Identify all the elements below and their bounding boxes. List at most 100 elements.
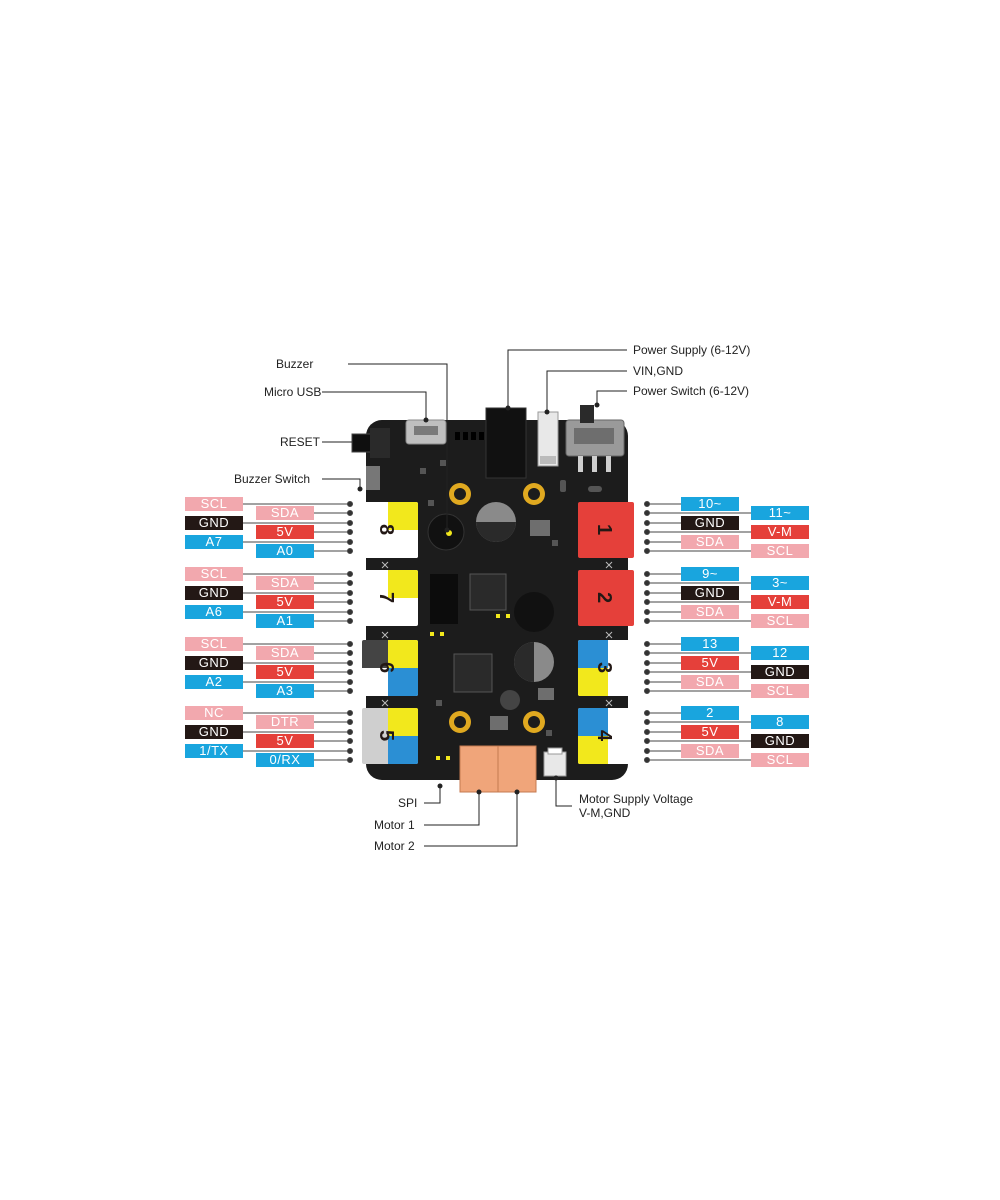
pin-dot	[347, 729, 353, 735]
leader-micro-usb	[322, 391, 427, 420]
callout-motor1: Motor 1	[374, 818, 415, 832]
port-5: 5	[362, 708, 418, 764]
callout-motor2: Motor 2	[374, 839, 415, 853]
callout-micro-usb: Micro USB	[264, 385, 322, 399]
pin-dot	[644, 529, 650, 535]
callout-motor-supply: Motor Supply Voltage	[579, 792, 694, 806]
pin-dot	[347, 520, 353, 526]
pin-dot	[644, 590, 650, 596]
port-4: 4	[578, 708, 634, 764]
callout-power-supply: Power Supply (6-12V)	[633, 343, 751, 357]
port-number: 8	[375, 523, 398, 536]
leader-power-supply	[507, 349, 627, 408]
pin-dot	[347, 590, 353, 596]
pin-label: SDA	[256, 506, 314, 520]
pin-label: SDA	[256, 576, 314, 590]
callout-buzzer: Buzzer	[276, 357, 314, 371]
pin-label: SCL	[185, 567, 243, 581]
callout-reset: RESET	[280, 435, 321, 449]
port-1: 1	[578, 502, 634, 558]
callout-power-switch: Power Switch (6-12V)	[633, 384, 750, 398]
pin-dot	[347, 539, 353, 545]
pin-dot	[347, 719, 353, 725]
pin-dot	[644, 650, 650, 656]
pin-dot	[347, 501, 353, 507]
pin-label: 9~	[681, 567, 739, 581]
pin-label: SCL	[751, 544, 809, 558]
pin-label: A1	[256, 614, 314, 628]
mcu-chip	[469, 573, 507, 611]
port-7: 7	[362, 570, 418, 626]
pin-dot	[644, 660, 650, 666]
pin-label: GND	[185, 725, 243, 739]
port-2: 2	[578, 570, 634, 626]
pin-label: 5V	[256, 665, 314, 679]
callout-vin-gnd: VIN,GND	[633, 364, 684, 378]
port-3: 3	[578, 640, 634, 696]
pin-label: A3	[256, 684, 314, 698]
motor1-terminal	[459, 745, 499, 793]
pin-label: SDA	[681, 744, 739, 758]
pin-label: GND	[185, 586, 243, 600]
callout-leaders	[322, 349, 627, 847]
pin-label: 5V	[681, 656, 739, 670]
pin-dot	[644, 669, 650, 675]
port-number: 6	[375, 661, 398, 674]
pin-dot	[644, 710, 650, 716]
pin-dot	[644, 729, 650, 735]
pin-dot	[347, 571, 353, 577]
pin-label: 8	[751, 715, 809, 729]
pin-label: 5V	[681, 725, 739, 739]
leader-buzzer-switch	[322, 478, 361, 489]
leader-vin-gnd	[546, 370, 627, 412]
pin-dot	[347, 688, 353, 694]
pin-dot	[347, 660, 353, 666]
leader-motor-supply	[555, 778, 572, 807]
pin-dot	[347, 669, 353, 675]
pin-dot	[644, 599, 650, 605]
pin-dot	[347, 748, 353, 754]
pin-dot	[347, 510, 353, 516]
pin-dot	[347, 599, 353, 605]
pin-label: GND	[751, 734, 809, 748]
motor2-terminal	[497, 745, 537, 793]
mounting-holes	[449, 483, 545, 733]
port-number: 5	[375, 729, 398, 742]
pin-dot	[347, 757, 353, 763]
pin-label: SDA	[681, 535, 739, 549]
pin-dot	[644, 571, 650, 577]
pin-dot	[347, 529, 353, 535]
port-8: 8	[362, 502, 418, 558]
pin-dot	[644, 609, 650, 615]
pin-dot	[347, 618, 353, 624]
pin-dot	[644, 738, 650, 744]
pin-dot	[644, 748, 650, 754]
pin-label: 0/RX	[256, 753, 314, 767]
port-separators	[381, 561, 613, 707]
pin-label: A2	[185, 675, 243, 689]
pin-label: 5V	[256, 595, 314, 609]
pin-dot	[347, 710, 353, 716]
port-number: 1	[593, 523, 616, 536]
pin-label: 5V	[256, 734, 314, 748]
pin-label: 13	[681, 637, 739, 651]
leader-motor2	[424, 792, 518, 847]
pin-dot	[347, 580, 353, 586]
pin-dot	[644, 679, 650, 685]
pin-label: SDA	[681, 605, 739, 619]
pin-dot	[347, 641, 353, 647]
callout-motor-supply-pins: V-M,GND	[579, 806, 631, 820]
pin-label: A7	[185, 535, 243, 549]
pin-dot	[644, 520, 650, 526]
pin-dot	[644, 548, 650, 554]
pin-label: GND	[681, 516, 739, 530]
pin-dot	[644, 618, 650, 624]
pin-dot	[347, 679, 353, 685]
pin-label: NC	[185, 706, 243, 720]
pin-label: SDA	[256, 646, 314, 660]
callout-buzzer-switch: Buzzer Switch	[234, 472, 311, 486]
pin-label: SCL	[751, 753, 809, 767]
pin-label: 10~	[681, 497, 739, 511]
